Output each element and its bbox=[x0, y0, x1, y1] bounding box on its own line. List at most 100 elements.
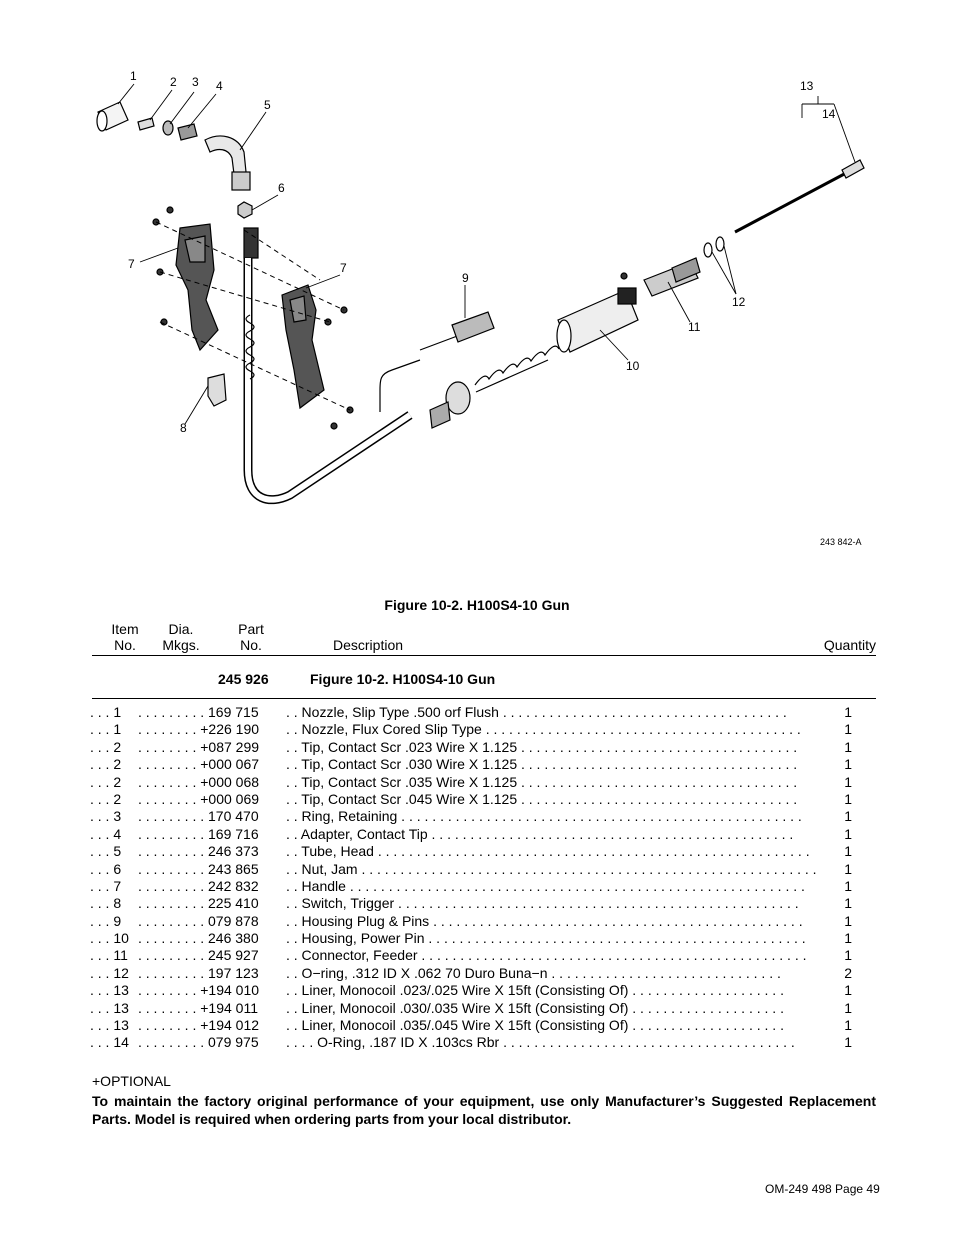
feeder-connector-part bbox=[643, 257, 701, 297]
quantity: 1 bbox=[844, 738, 852, 755]
assembly-rule bbox=[92, 698, 876, 699]
quantity: 2 bbox=[844, 964, 852, 981]
callout-2: 2 bbox=[170, 75, 177, 89]
table-row: . . . 12 . . . . . . . . . 197 123. . O−… bbox=[90, 965, 880, 982]
quantity: 1 bbox=[844, 860, 852, 877]
table-row: . . . 7 . . . . . . . . . 242 832. . Han… bbox=[90, 878, 880, 895]
table-row: . . . 11 . . . . . . . . . 245 927 . . Co… bbox=[90, 947, 880, 964]
header-item: Item No. bbox=[100, 621, 150, 653]
quantity: 1 bbox=[844, 877, 852, 894]
header-quantity: Quantity bbox=[823, 637, 876, 653]
part-no: . . . . . . . . +000 069 bbox=[138, 790, 260, 807]
header-description: Description bbox=[333, 637, 404, 653]
item-no: . . . 5 bbox=[90, 843, 122, 860]
quantity: 1 bbox=[844, 930, 852, 947]
callout-4: 4 bbox=[216, 79, 223, 93]
header-rule bbox=[92, 655, 876, 656]
header-part-line2: No. bbox=[240, 637, 262, 653]
part-no: . . . . . . . . . 079 975 bbox=[138, 1034, 259, 1051]
callout-14: 14 bbox=[822, 107, 836, 121]
description: . . Nut, Jam . . . . . . . . . . . . . .… bbox=[286, 860, 817, 877]
table-row: . . . 1 . . . . . . . . +226 190. . Nozz… bbox=[90, 721, 880, 738]
table-row: . . . 2 . . . . . . . . +000 069 . . Tip,… bbox=[90, 791, 880, 808]
quantity: 1 bbox=[844, 773, 852, 790]
quantity: 1 bbox=[844, 843, 852, 860]
description: . . Housing Plug & Pins . . . . . . . . … bbox=[286, 912, 803, 929]
quantity: 1 bbox=[844, 999, 852, 1016]
spring-part bbox=[474, 345, 560, 393]
header-item-line2: No. bbox=[114, 637, 136, 653]
part-no: . . . . . . . . . 197 123 bbox=[138, 964, 259, 981]
o-rings-part bbox=[703, 236, 725, 258]
callout-12: 12 bbox=[732, 295, 746, 309]
table-row: . . . 8 . . . . . . . . . 225 410. . Swi… bbox=[90, 895, 880, 912]
part-no: . . . . . . . . +194 011 bbox=[138, 999, 258, 1016]
quantity: 1 bbox=[844, 947, 852, 964]
table-row: . . . 5 . . . . . . . . . 246 373 . . Tub… bbox=[90, 843, 880, 860]
part-no: . . . . . . . . +226 190 bbox=[138, 721, 260, 738]
item-no: . . . 13 bbox=[90, 999, 129, 1016]
quantity: 1 bbox=[844, 756, 852, 773]
table-row: . . . 4 . . . . . . . . . 169 716. . Ada… bbox=[90, 826, 880, 843]
item-no: . . . 7 bbox=[90, 877, 122, 894]
leader-lines bbox=[117, 83, 856, 425]
header-dia-line1: Dia. bbox=[168, 621, 194, 637]
nozzle-part bbox=[96, 101, 129, 132]
quantity: 1 bbox=[844, 825, 852, 842]
parts-notice: To maintain the factory original perform… bbox=[92, 1093, 876, 1127]
table-row: . . . 13 . . . . . . . . +194 010. . Lin… bbox=[90, 982, 880, 999]
header-part: Part No. bbox=[226, 621, 276, 653]
description: . . Liner, Monocoil .035/.045 Wire X 15f… bbox=[286, 1017, 784, 1034]
part-no: . . . . . . . . . 246 380 bbox=[138, 930, 259, 947]
assembly-title: Figure 10-2. H100S4-10 Gun bbox=[310, 671, 496, 687]
handle-left-part bbox=[175, 223, 219, 352]
part-no: . . . . . . . . . 079 878 bbox=[138, 912, 259, 929]
parts-list: . . . 1 . . . . . . . . . 169 715. . Noz… bbox=[90, 704, 880, 1052]
part-no: . . . . . . . . . 170 470 bbox=[138, 808, 259, 825]
item-no: . . . 6 bbox=[90, 860, 122, 877]
item-no: . . . 9 bbox=[90, 912, 122, 929]
retaining-ring-part bbox=[162, 120, 174, 136]
table-row: . . . 2 . . . . . . . . +087 299. . Tip,… bbox=[90, 739, 880, 756]
description: . . Housing, Power Pin . . . . . . . . .… bbox=[286, 930, 806, 947]
description: . . Switch, Trigger . . . . . . . . . . … bbox=[286, 895, 799, 912]
part-no: . . . . . . . . +000 067 bbox=[138, 756, 260, 773]
assembly-part-no: 245 926 bbox=[218, 671, 269, 687]
description: . . Nozzle, Flux Cored Slip Type . . . .… bbox=[286, 721, 801, 738]
description: . . Adapter, Contact Tip . . . . . . . .… bbox=[286, 825, 794, 842]
callout-5: 5 bbox=[264, 98, 271, 112]
callout-7-right: 7 bbox=[340, 261, 347, 275]
head-tube-part bbox=[204, 135, 251, 191]
item-no: . . . 11 bbox=[90, 947, 128, 964]
quantity: 1 bbox=[844, 721, 852, 738]
part-no: . . . . . . . . . 242 832 bbox=[138, 877, 259, 894]
header-part-line1: Part bbox=[238, 621, 264, 637]
description: . . Connector, Feeder . . . . . . . . . … bbox=[286, 947, 807, 964]
part-no: . . . . . . . . +000 068 bbox=[138, 773, 260, 790]
part-no: . . . . . . . . . 246 373 bbox=[138, 843, 259, 860]
description: . . Nozzle, Slip Type .500 orf Flush . .… bbox=[286, 704, 787, 720]
item-no: . . . 10 bbox=[90, 930, 129, 947]
description: . . Tube, Head . . . . . . . . . . . . .… bbox=[286, 843, 810, 860]
item-no: . . . 2 bbox=[90, 790, 122, 807]
description: . . Liner, Monocoil .023/.025 Wire X 15f… bbox=[286, 982, 784, 999]
item-no: . . . 1 bbox=[90, 704, 122, 720]
item-no: . . . 13 bbox=[90, 982, 129, 999]
callout-10: 10 bbox=[626, 359, 640, 373]
callout-7-left: 7 bbox=[128, 257, 135, 271]
figure-caption: Figure 10-2. H100S4-10 Gun bbox=[384, 597, 570, 613]
contact-tip-part bbox=[137, 117, 155, 131]
callout-3: 3 bbox=[192, 75, 199, 89]
description: . . Tip, Contact Scr .045 Wire X 1.125 .… bbox=[286, 790, 798, 807]
trigger-switch-part bbox=[207, 373, 227, 407]
description: . . Tip, Contact Scr .035 Wire X 1.125 .… bbox=[286, 773, 798, 790]
part-no: . . . . . . . . . 245 927 bbox=[138, 947, 259, 964]
table-row: . . . 3 . . . . . . . . . 170 470. . Rin… bbox=[90, 808, 880, 825]
quantity: 1 bbox=[844, 1034, 852, 1051]
callout-9: 9 bbox=[462, 271, 469, 285]
lead-wire bbox=[379, 334, 461, 412]
item-no: . . . 2 bbox=[90, 756, 122, 773]
part-no: . . . . . . . . . 169 716 bbox=[138, 825, 259, 842]
description: . . Tip, Contact Scr .030 Wire X 1.125 .… bbox=[286, 756, 798, 773]
quantity: 1 bbox=[844, 912, 852, 929]
